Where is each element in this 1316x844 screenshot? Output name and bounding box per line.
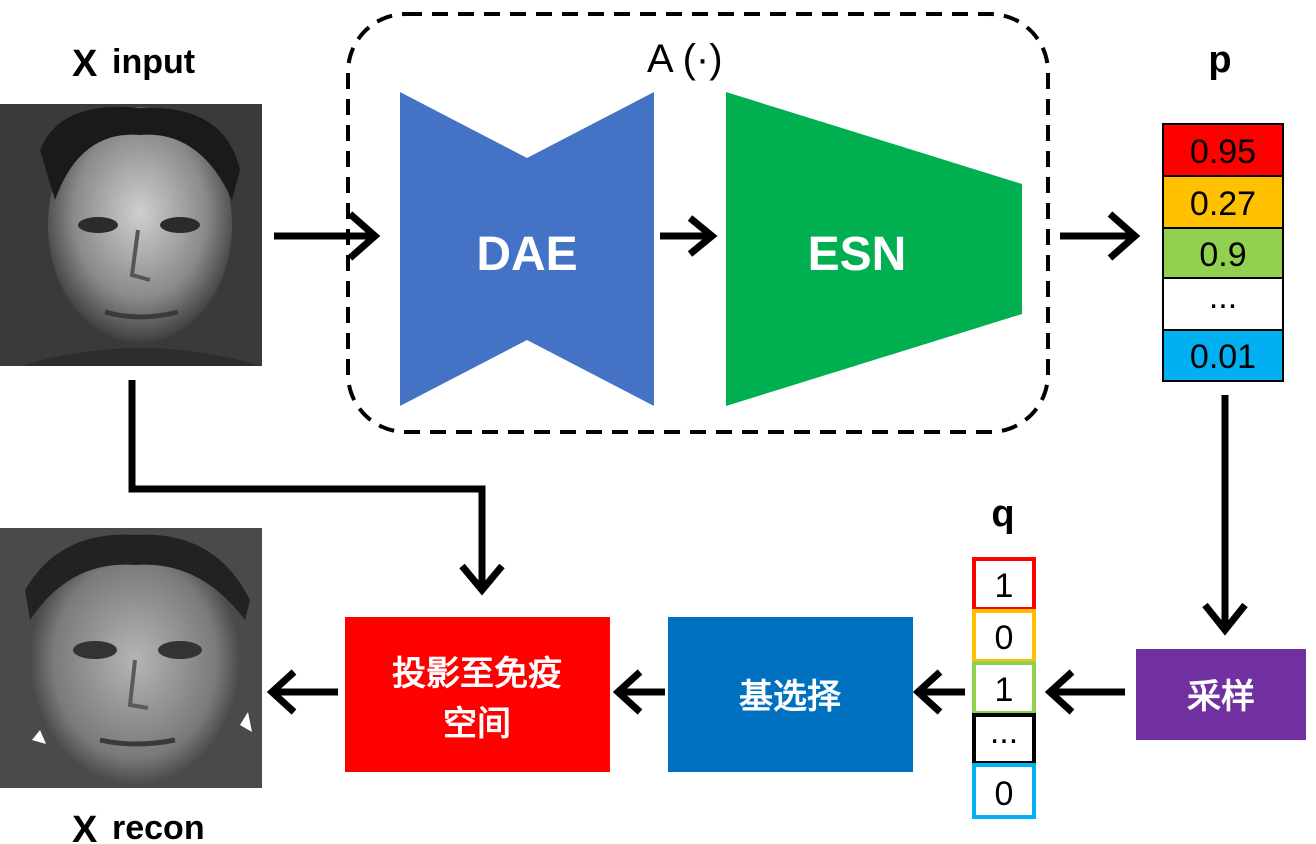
p-cell-4 [1162,329,1284,382]
p-value-0: 0.95 [1190,133,1256,171]
arrow-project-to-recon [266,669,338,715]
arrow-esn-to-p [1060,211,1141,261]
esn-label: ESN [808,228,907,281]
module-container [346,12,1050,434]
arrows [128,211,1248,715]
dae-label: DAE [476,228,577,281]
dae-block [400,92,654,406]
recon-face-image [0,528,262,788]
recon-x-symbol: X [72,809,98,844]
arrow-q-to-basis [912,669,965,715]
basis-select-box [668,617,913,772]
p-label: p [1208,39,1231,81]
q-cell-4 [972,763,1036,819]
arrow-basis-to-project [612,669,665,715]
esn-block [726,92,1022,406]
q-cell-2 [972,661,1036,715]
arrow-input-to-dae [274,211,381,261]
q-value-2: 1 [995,671,1014,709]
arrow-dae-to-esn [660,215,718,257]
sampling-label: 采样 [1187,677,1255,717]
basis-select-label: 基选择 [739,677,842,717]
recon-label: recon [112,809,205,844]
project-label-line1: 投影至免疫 [392,654,562,694]
arrow-sampling-to-q [1044,669,1125,715]
project-box [345,617,610,772]
input-label: input [112,43,195,81]
p-vector: 0.95 0.27 0.9 ... 0.01 [1162,123,1284,382]
q-value-1: 0 [995,619,1014,657]
q-value-4: 0 [995,775,1014,813]
q-value-3: ... [990,713,1018,751]
q-label: q [991,493,1014,535]
q-value-0: 1 [995,567,1014,605]
sampling-box [1136,649,1306,740]
module-title: A (·) [647,37,723,81]
arrow-p-to-sampling [1202,395,1248,636]
p-value-1: 0.27 [1190,185,1256,223]
arrow-input-to-project [128,380,505,596]
input-x-symbol: X [72,43,98,85]
project-label-line2: 空间 [443,704,511,744]
p-value-4: 0.01 [1190,338,1256,376]
p-value-2: 0.9 [1199,236,1246,274]
input-face-image [0,104,262,366]
q-vector: 1 0 1 ... 0 [972,557,1036,819]
q-cell-1 [972,609,1036,663]
p-value-3: ... [1209,278,1237,316]
